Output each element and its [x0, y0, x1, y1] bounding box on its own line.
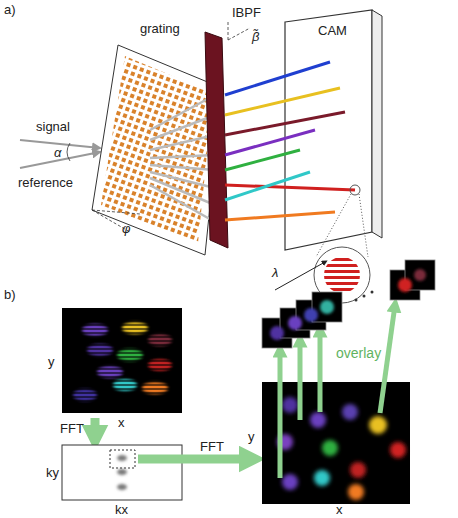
- axis-label: x: [118, 416, 125, 429]
- beam-label: signal: [36, 120, 70, 133]
- axis-label: x: [336, 503, 343, 516]
- axis-label: ky: [46, 466, 59, 479]
- axis-label: kx: [115, 503, 128, 516]
- angle-label: β̃: [252, 30, 259, 43]
- part-label: CAM: [318, 24, 347, 37]
- panel-label: a): [4, 3, 16, 16]
- panel-label: b): [4, 288, 16, 301]
- part-label: IBPF: [232, 6, 261, 19]
- operation-label: overlay: [336, 346, 381, 360]
- operation-label: FFT: [60, 422, 84, 435]
- beam-label: reference: [18, 176, 73, 189]
- axis-label: y: [248, 430, 255, 443]
- axis-label: y: [48, 355, 55, 368]
- angle-label: φ: [122, 222, 130, 235]
- axis-label: λ: [272, 266, 278, 279]
- angle-label: α: [54, 146, 61, 159]
- operation-label: FFT: [200, 440, 224, 453]
- part-label: grating: [140, 22, 180, 35]
